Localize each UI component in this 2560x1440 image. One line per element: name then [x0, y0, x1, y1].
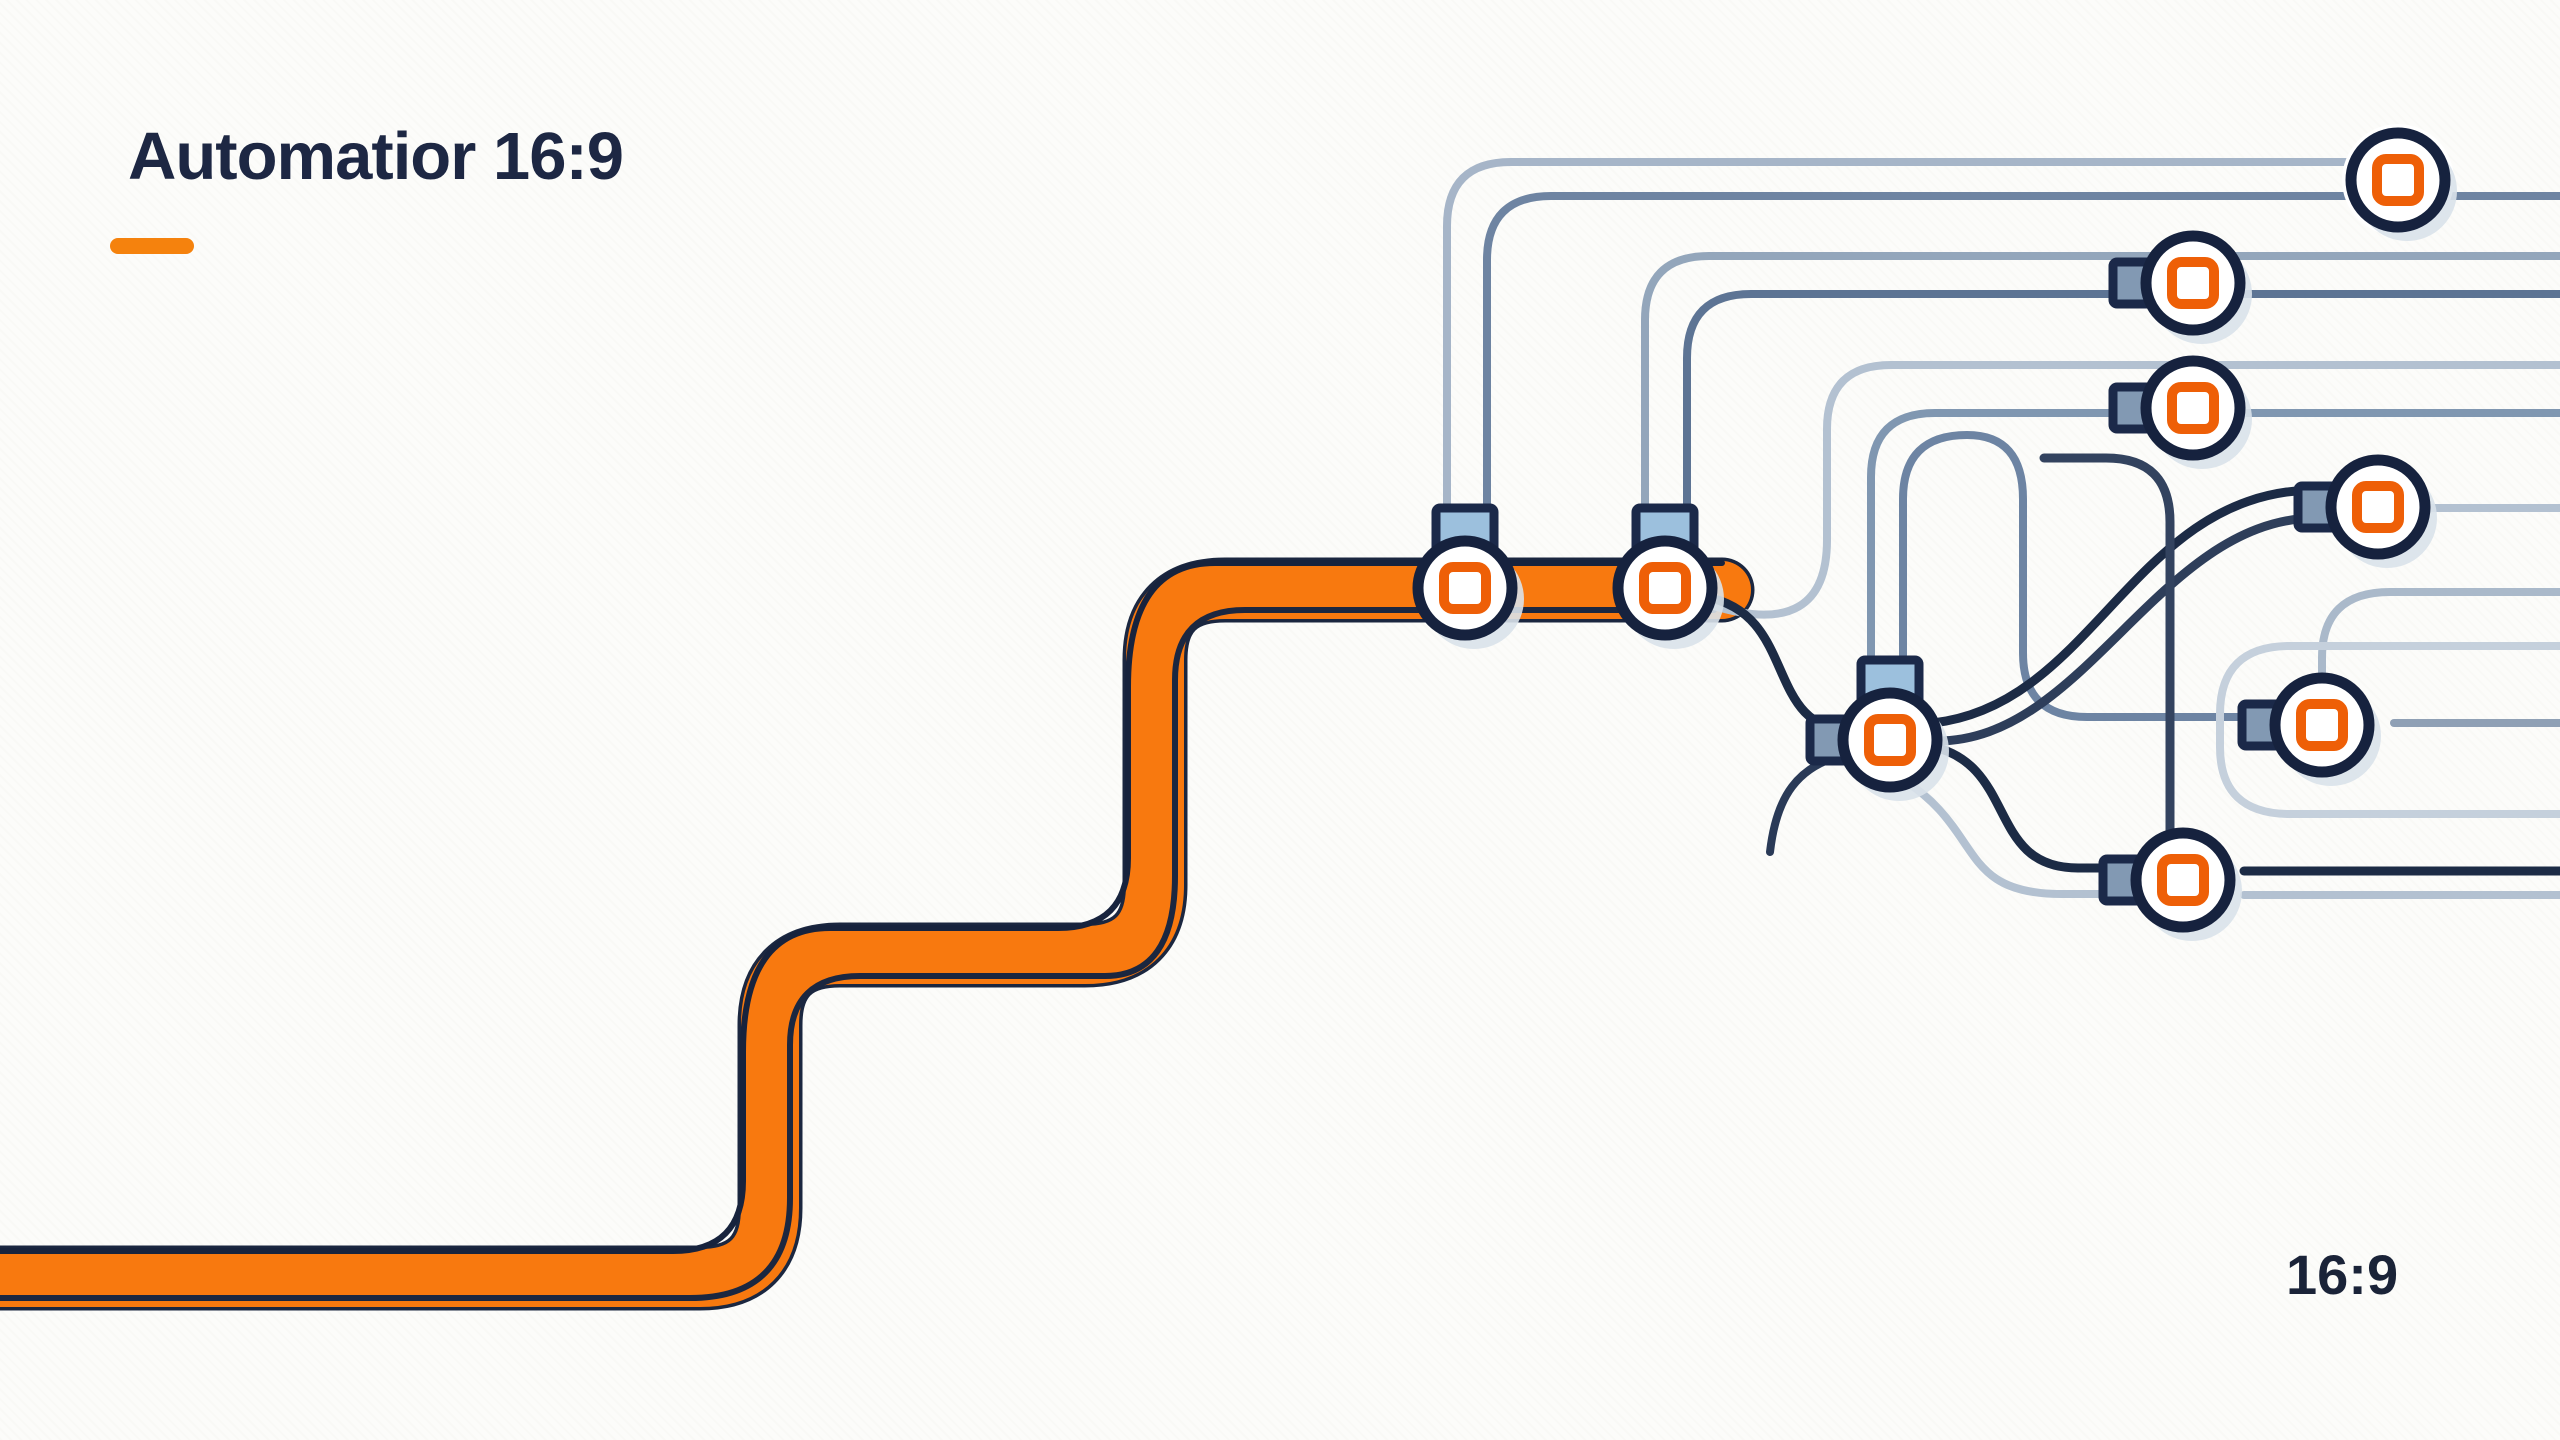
node-right-2-circle	[2140, 355, 2246, 461]
node-bottom-circle	[2130, 827, 2236, 933]
node-hub-square-icon	[1864, 714, 1916, 766]
pipe-body	[0, 561, 1751, 1307]
pipe-top-edge-line	[0, 560, 1725, 1254]
node-pipe-2-circle	[1612, 535, 1718, 641]
wire-hub-up-a	[1867, 409, 2560, 659]
wire-n6-top	[2318, 588, 2560, 680]
wire-n8-up	[2039, 453, 2175, 837]
wire-hub-tail	[1766, 749, 1857, 856]
node-top-right-square-icon	[2372, 154, 2424, 206]
wire-n2-top-b	[1683, 290, 2560, 549]
node-right-1-square-icon	[2167, 257, 2219, 309]
aspect-ratio-label: 16:9	[2286, 1243, 2399, 1306]
node-mid-right-circle	[2269, 672, 2375, 778]
wire-n1-top-a	[1443, 158, 2356, 549]
title-underline-bar	[110, 238, 194, 254]
wire-hub-n8-a	[1925, 741, 2131, 873]
node-pipe-1-square-icon	[1439, 562, 1491, 614]
node-right-2-square-icon	[2167, 382, 2219, 434]
node-pipe-2-square-icon	[1639, 562, 1691, 614]
wire-hub-n5b-a	[1928, 485, 2317, 728]
wire-hub-n8-b	[1893, 772, 2130, 898]
wire-n1-top-b	[1483, 192, 2560, 549]
node-right-3-square-icon	[2352, 481, 2404, 533]
node-right-3-circle	[2325, 454, 2431, 560]
node-mid-right-square-icon	[2296, 699, 2348, 751]
wire-branch-a	[1710, 361, 2560, 619]
wire-n2-top-a	[1641, 252, 2560, 549]
node-top-right-circle	[2345, 127, 2451, 233]
node-right-1-circle	[2140, 230, 2246, 336]
wire-n6-loop	[2216, 642, 2560, 818]
wire-hub-n5b-b	[1932, 513, 2317, 746]
node-pipe-1-circle	[1412, 535, 1518, 641]
node-bottom-square-icon	[2157, 854, 2209, 906]
page-title: Automatior 16:9	[128, 119, 624, 194]
node-hub-circle	[1837, 687, 1943, 793]
pipe-inner-line	[0, 607, 1717, 1301]
